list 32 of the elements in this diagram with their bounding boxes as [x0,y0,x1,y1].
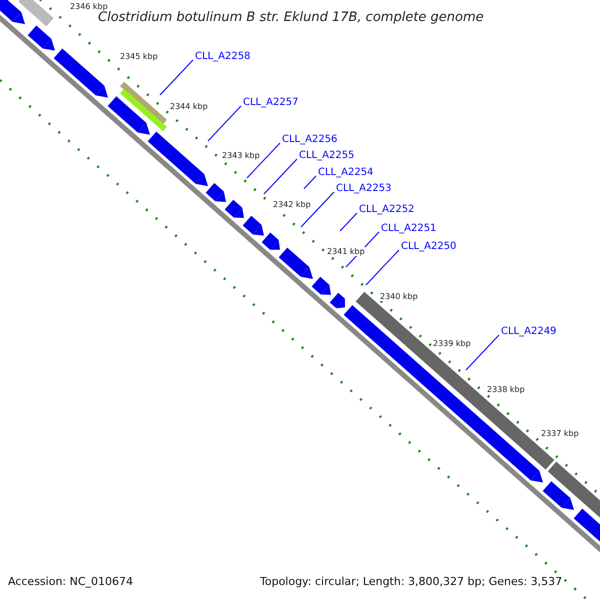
gene-label: CLL_A2250 [401,241,456,252]
scale-label: 2342 kbp [273,200,311,209]
scale-label: 2338 kbp [487,385,525,394]
leader-line [304,176,316,190]
gene-label: CLL_A2257 [243,97,298,108]
scale-label: 2343 kbp [222,151,260,160]
map-title: Clostridium botulinum B str. Eklund 17B, complete genome [98,10,484,25]
leader-line [366,250,400,286]
scale-label: 2346 kbp [70,2,108,11]
gene-label: CLL_A2252 [359,204,414,215]
leader-line [466,334,500,370]
gene-label: CLL_A2251 [381,223,436,234]
gene-label: CLL_A2254 [318,167,374,178]
footer-text: Topology: circular; Length: 3,800,327 bp; Genes: 3,537 [260,575,562,588]
leader-line [264,158,298,194]
leader-line [208,106,242,142]
scale-label: 2341 kbp [327,247,365,256]
gene-label: CLL_A2258 [195,51,250,62]
footer-text: Accession: NC_010674 [8,575,134,588]
scale-label: 2337 kbp [541,429,579,438]
leader-line [340,212,358,232]
gene-label: CLL_A2255 [299,150,354,161]
scale-label: 2340 kbp [380,292,418,301]
gene-label: CLL_A2249 [501,326,556,337]
gene-label: CLL_A2253 [336,183,392,194]
leader-line [246,142,280,178]
scale-label: 2339 kbp [433,339,471,348]
leader-line [160,60,194,96]
gene-label: CLL_A2256 [282,134,338,145]
leader-line [300,192,334,228]
scale-label: 2345 kbp [120,52,158,61]
scale-label: 2344 kbp [170,102,208,111]
